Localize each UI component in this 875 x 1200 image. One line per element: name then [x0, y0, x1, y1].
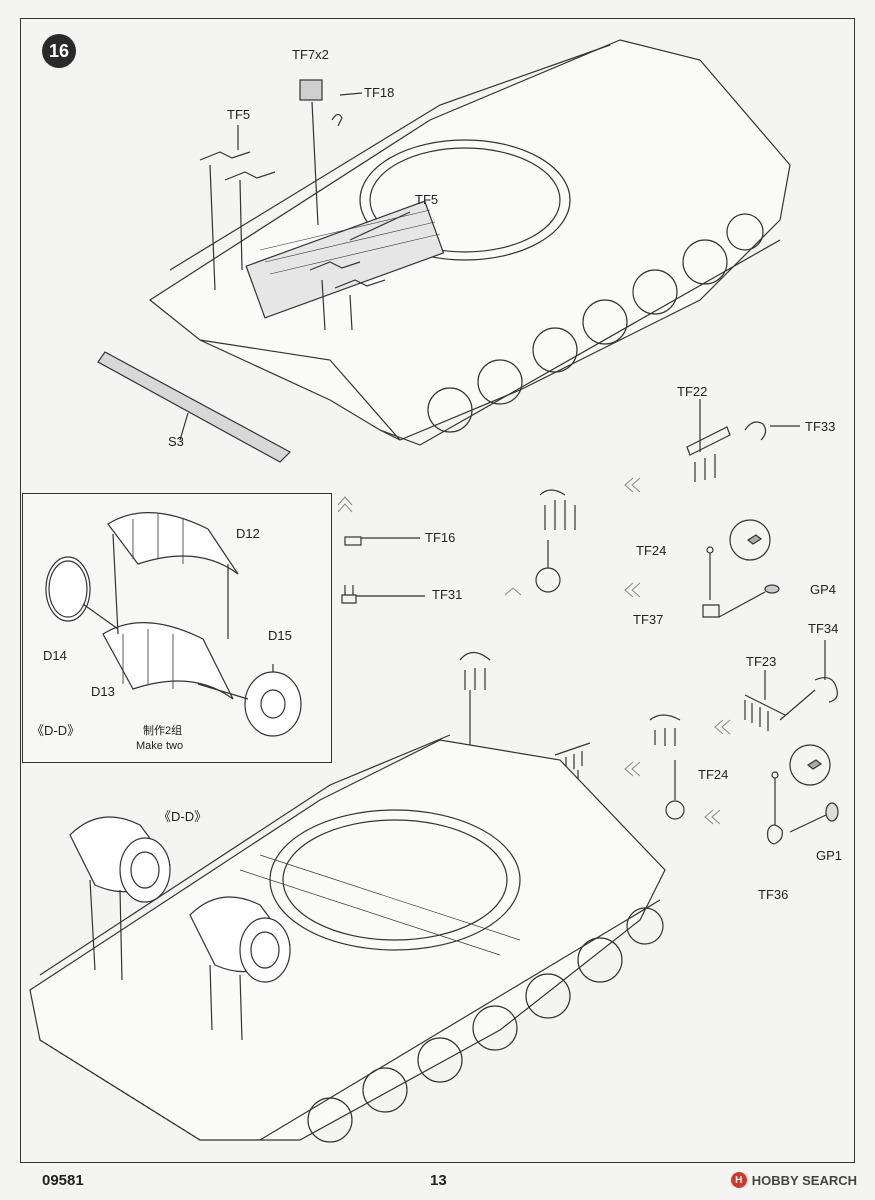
label-tf31: TF31 [432, 587, 463, 602]
upper-tank-illustration [97, 39, 791, 463]
label-tf24-lower: TF24 [698, 767, 729, 782]
watermark-text: HOBBY SEARCH [751, 1172, 857, 1188]
label-dd-inset: 《D-D》 [31, 723, 81, 738]
middle-parts [341, 399, 839, 860]
page-number: 13 [430, 1172, 447, 1189]
label-tf5-upper-left: TF5 [227, 107, 251, 122]
label-tf18: TF18 [364, 85, 395, 100]
label-d15: D15 [268, 628, 292, 643]
lower-tank-illustration [29, 734, 666, 1143]
label-tf33: TF33 [805, 419, 836, 434]
label-gp1: GP1 [816, 848, 843, 863]
s3-log [97, 351, 291, 463]
watermark: H HOBBY SEARCH [730, 1172, 857, 1188]
upper-road-wheels [427, 213, 764, 433]
inset-drawing [45, 512, 302, 737]
label-d13: D13 [91, 684, 115, 699]
make-two-cn: 制作2组 [143, 725, 183, 737]
lower-dd-drums [69, 816, 291, 983]
step-number-badge: 16 [42, 34, 76, 68]
product-code: 09581 [42, 1172, 84, 1189]
inset-dd-subassembly: D12 D14 D15 D13 《D-D》 制作2组 Make two [22, 493, 332, 763]
label-tf5-upper-center: TF5 [415, 192, 439, 207]
label-d12: D12 [236, 526, 260, 541]
label-dd-main: 《D-D》 [158, 809, 208, 824]
make-two-en: Make two [136, 740, 184, 752]
label-tf16: TF16 [425, 530, 456, 545]
page-frame [20, 18, 855, 1163]
label-d14: D14 [43, 648, 67, 663]
label-tf23: TF23 [746, 654, 777, 669]
direction-arrows [337, 477, 731, 825]
label-s3: S3 [168, 434, 184, 449]
hobby-search-logo-icon: H [730, 1172, 747, 1188]
label-tf24-upper: TF24 [636, 543, 667, 558]
label-tf34: TF34 [808, 621, 839, 636]
label-tf37: TF37 [633, 612, 664, 627]
label-tf22: TF22 [677, 384, 708, 399]
label-tf36: TF36 [758, 887, 789, 902]
label-gp4: GP4 [810, 582, 837, 597]
label-tf7x2: TF7x2 [292, 47, 329, 62]
